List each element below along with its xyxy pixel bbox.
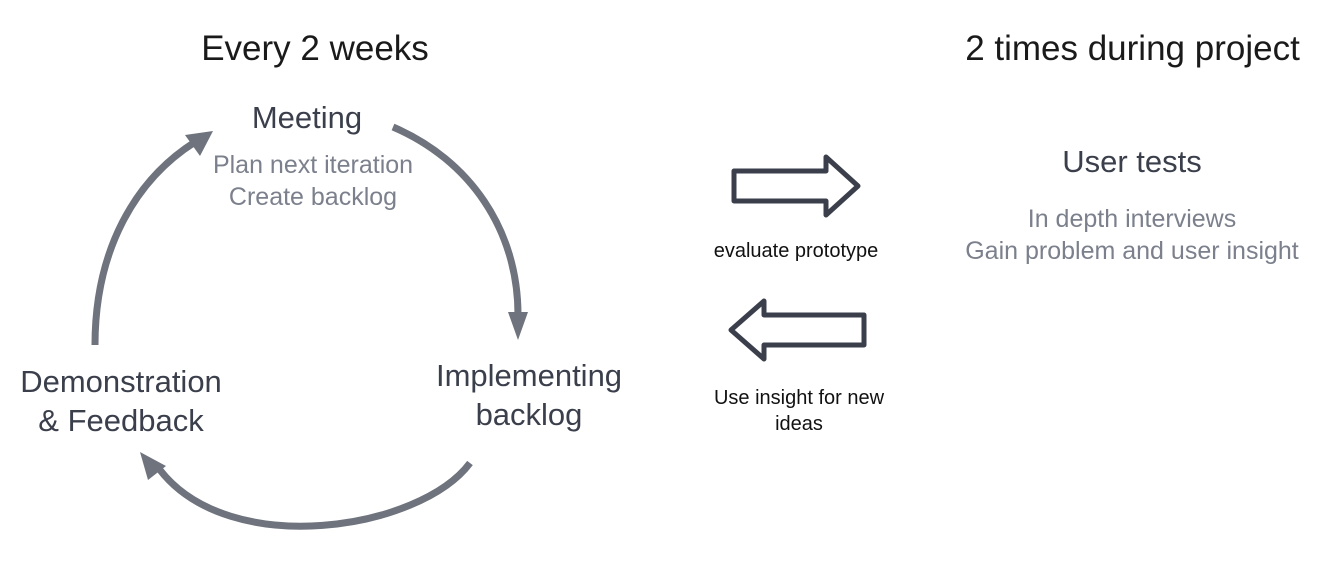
use-insight-label-line-1: Use insight for new bbox=[713, 387, 885, 409]
left-heading: Every 2 weeks bbox=[201, 29, 429, 68]
implementing-line-2: backlog bbox=[475, 397, 583, 432]
block-arrow-left bbox=[728, 298, 867, 362]
demonstration-line-1: Demonstration bbox=[20, 364, 222, 399]
cycle-arrow-implementing-to-demonstration bbox=[157, 460, 473, 530]
meeting-title: Meeting bbox=[251, 100, 363, 135]
user-tests-title: User tests bbox=[1062, 144, 1202, 179]
right-heading: 2 times during project bbox=[965, 29, 1300, 68]
cycle-arrowhead-meeting bbox=[185, 131, 213, 156]
cycle-arrow-demonstration-to-meeting bbox=[91, 139, 197, 346]
demonstration-line-2: & Feedback bbox=[38, 403, 204, 438]
use-insight-label-line-2: ideas bbox=[775, 413, 823, 435]
evaluate-prototype-label: evaluate prototype bbox=[713, 240, 879, 262]
user-tests-sub-line-2: Gain problem and user insight bbox=[965, 237, 1299, 265]
meeting-sub-line-1: Plan next iteration bbox=[212, 151, 414, 179]
meeting-sub-line-2: Create backlog bbox=[228, 183, 398, 211]
cycle-arrowhead-demonstration bbox=[140, 452, 166, 480]
implementing-line-1: Implementing bbox=[435, 358, 623, 393]
block-arrow-right bbox=[731, 154, 861, 218]
cycle-arrow-meeting-to-implementing bbox=[391, 123, 522, 316]
cycle-arrowhead-implementing bbox=[508, 312, 528, 340]
user-tests-sub-line-1: In depth interviews bbox=[1027, 205, 1237, 233]
